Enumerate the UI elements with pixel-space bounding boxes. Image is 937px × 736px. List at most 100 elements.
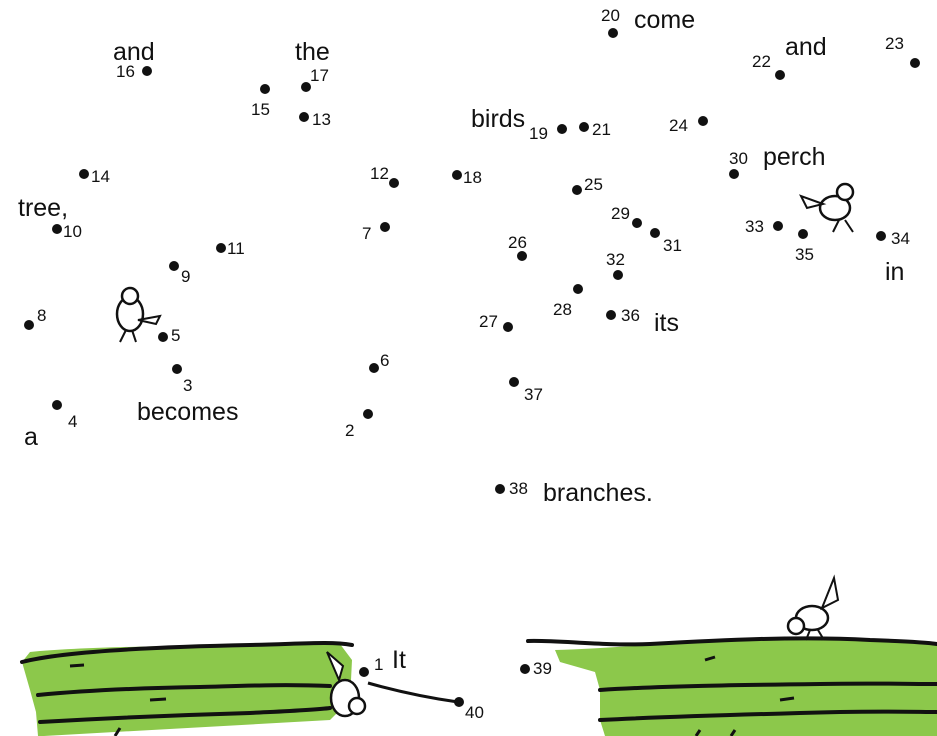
- dot-number-20: 20: [601, 6, 620, 25]
- dot-number-4: 4: [68, 412, 78, 431]
- right-log: [526, 636, 937, 736]
- dot-15[interactable]: [260, 84, 270, 94]
- word-the: the: [295, 38, 330, 66]
- bird-icon: [326, 651, 367, 718]
- bird-icon: [115, 286, 162, 343]
- dot-20[interactable]: [608, 28, 618, 38]
- word-and-right: and: [785, 33, 827, 61]
- dot-number-39: 39: [533, 659, 552, 678]
- dot-11[interactable]: [216, 243, 226, 253]
- dot-number-32: 32: [606, 250, 625, 269]
- dot-number-28: 28: [553, 300, 572, 319]
- dot-30[interactable]: [729, 169, 739, 179]
- dot-3[interactable]: [172, 364, 182, 374]
- dot-number-12: 12: [370, 164, 389, 183]
- dot-layer: [24, 28, 920, 707]
- dot-number-40: 40: [465, 703, 484, 722]
- dot-number-11: 11: [227, 239, 245, 258]
- dot-38[interactable]: [495, 484, 505, 494]
- dot-29[interactable]: [632, 218, 642, 228]
- dot-number-35: 35: [795, 245, 814, 264]
- dot-number-16: 16: [116, 62, 135, 81]
- left-log: [20, 640, 354, 736]
- dot-number-1: 1: [374, 655, 384, 674]
- dot-17[interactable]: [301, 82, 311, 92]
- word-becomes: becomes: [137, 398, 239, 426]
- dot-21[interactable]: [579, 122, 589, 132]
- dot-6[interactable]: [369, 363, 379, 373]
- dot-number-6: 6: [380, 351, 390, 370]
- dot-39[interactable]: [520, 664, 530, 674]
- word-it: It: [392, 646, 406, 674]
- dot-number-22: 22: [752, 52, 771, 71]
- dot-33[interactable]: [773, 221, 783, 231]
- dot-number-30: 30: [729, 149, 748, 168]
- dot-7[interactable]: [380, 222, 390, 232]
- dot-number-14: 14: [91, 167, 110, 186]
- dot-18[interactable]: [452, 170, 462, 180]
- dot-number-31: 31: [663, 236, 682, 255]
- dot-5[interactable]: [158, 332, 168, 342]
- dot-25[interactable]: [572, 185, 582, 195]
- dot-number-26: 26: [508, 233, 527, 252]
- dot-16[interactable]: [142, 66, 152, 76]
- dot-number-21: 21: [592, 120, 611, 139]
- dot-number-24: 24: [669, 116, 688, 135]
- bird-icon: [798, 182, 855, 233]
- dot-31[interactable]: [650, 228, 660, 238]
- dot-22[interactable]: [775, 70, 785, 80]
- dot-4[interactable]: [52, 400, 62, 410]
- dot-12[interactable]: [389, 178, 399, 188]
- dot-1[interactable]: [359, 667, 369, 677]
- dot-9[interactable]: [169, 261, 179, 271]
- dot-26[interactable]: [517, 251, 527, 261]
- dot-40[interactable]: [454, 697, 464, 707]
- dot-number-27: 27: [479, 312, 498, 331]
- word-a: a: [24, 423, 38, 451]
- bird-icon: [786, 574, 840, 641]
- dot-number-38: 38: [509, 479, 528, 498]
- dot-number-37: 37: [524, 385, 543, 404]
- guide-line-1-to-40: [367, 681, 459, 704]
- dot-23[interactable]: [910, 58, 920, 68]
- dot-number-3: 3: [183, 376, 193, 395]
- dot-number-36: 36: [621, 306, 640, 325]
- dot-number-13: 13: [312, 110, 331, 129]
- dot-number-17: 17: [310, 66, 329, 85]
- dot-2[interactable]: [363, 409, 373, 419]
- dot-8[interactable]: [24, 320, 34, 330]
- dot-34[interactable]: [876, 231, 886, 241]
- dot-number-7: 7: [362, 224, 372, 243]
- dot-number-19: 19: [529, 124, 548, 143]
- word-its: its: [654, 309, 679, 337]
- dot-number-29: 29: [611, 204, 630, 223]
- word-perch: perch: [763, 143, 826, 171]
- dot-10[interactable]: [52, 224, 62, 234]
- dot-number-5: 5: [171, 326, 181, 345]
- dot-13[interactable]: [299, 112, 309, 122]
- dot-19[interactable]: [557, 124, 567, 134]
- word-birds: birds: [471, 105, 526, 133]
- dot-28[interactable]: [573, 284, 583, 294]
- dot-number-18: 18: [463, 168, 482, 187]
- dot-number-8: 8: [37, 306, 47, 325]
- dot-number-34: 34: [891, 229, 910, 248]
- dot-number-25: 25: [584, 175, 603, 194]
- dot-24[interactable]: [698, 116, 708, 126]
- dot-37[interactable]: [509, 377, 519, 387]
- dot-36[interactable]: [606, 310, 616, 320]
- dot-number-2: 2: [345, 421, 355, 440]
- word-and-left: and: [113, 38, 155, 66]
- word-tree: tree,: [18, 194, 69, 222]
- dot-27[interactable]: [503, 322, 513, 332]
- word-come: come: [634, 6, 696, 34]
- dot-32[interactable]: [613, 270, 623, 280]
- dot-number-23: 23: [885, 34, 904, 53]
- dot-35[interactable]: [798, 229, 808, 239]
- dot-number-15: 15: [251, 100, 270, 119]
- dot-number-33: 33: [745, 217, 764, 236]
- dot-number-10: 10: [63, 222, 82, 241]
- dot-14[interactable]: [79, 169, 89, 179]
- word-in: in: [885, 258, 905, 286]
